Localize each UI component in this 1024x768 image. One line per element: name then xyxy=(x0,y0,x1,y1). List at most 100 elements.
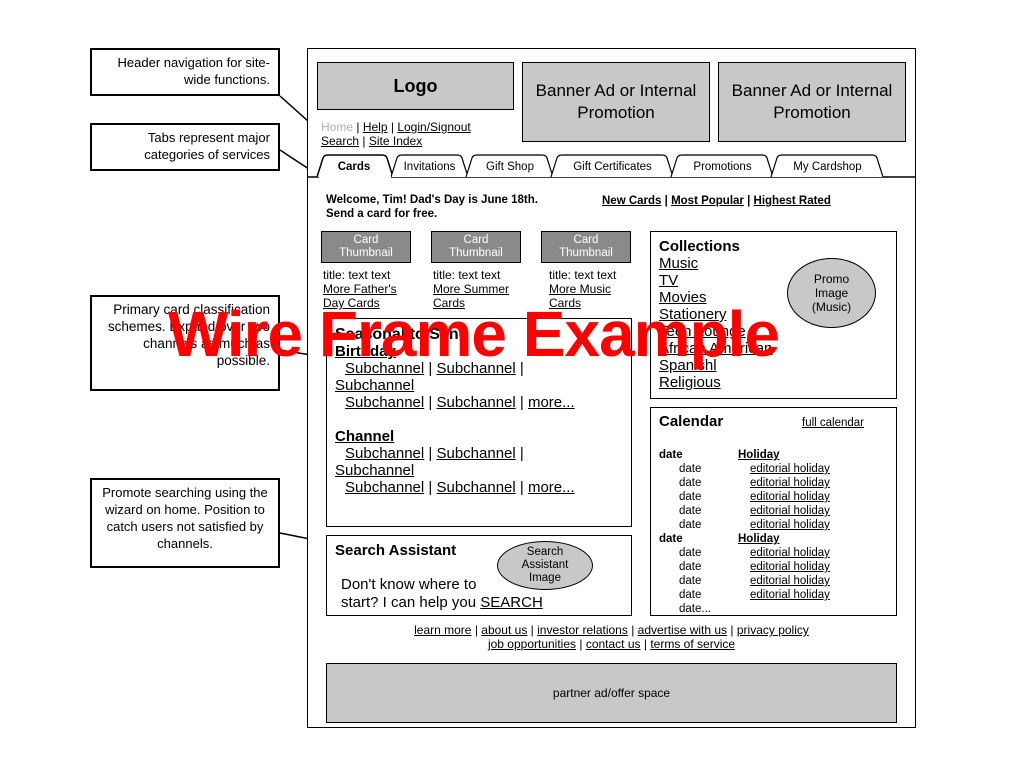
editorial-holiday-link[interactable]: editorial holiday xyxy=(750,463,830,475)
channels-panel xyxy=(326,318,632,527)
subchannel-link[interactable]: Subchannel xyxy=(436,445,516,462)
channels-heading: Seasonal to Send xyxy=(335,326,469,343)
footer-job-opportunities[interactable]: job opportunities xyxy=(487,637,577,651)
search-assistant-text: Don't know where to start? I can help yo… xyxy=(341,576,543,612)
collection-african-american[interactable]: African American xyxy=(659,340,773,357)
banner-ad-1[interactable]: Banner Ad or Internal Promotion xyxy=(522,62,710,142)
link-separator: | xyxy=(428,360,433,377)
subchannel-link[interactable]: Subchannel xyxy=(345,360,425,377)
card-thumbnail-1[interactable]: Card Thumbnail xyxy=(321,231,411,263)
editorial-holiday-link[interactable]: editorial holiday xyxy=(750,519,830,531)
editorial-holiday-link[interactable]: editorial holiday xyxy=(750,575,830,587)
tab-promotions[interactable]: Promotions xyxy=(693,161,752,173)
subchannel-link[interactable]: Subchannel xyxy=(335,377,415,394)
calendar-panel xyxy=(650,407,897,616)
channel-birthday[interactable]: Birthday xyxy=(335,343,396,360)
link-separator: | xyxy=(428,479,433,496)
footer-investor-relations[interactable]: investor relations xyxy=(537,623,628,637)
tab-invitations[interactable]: Invitations xyxy=(403,161,456,173)
link-separator: | xyxy=(747,195,751,207)
collection-tv[interactable]: TV xyxy=(659,272,679,289)
more-link[interactable]: more... xyxy=(527,479,575,496)
footer-contact-us[interactable]: contact us xyxy=(585,637,641,651)
search-line-1: Don't know where to xyxy=(341,576,477,593)
nav-login[interactable]: Login/Signout xyxy=(397,120,471,134)
card-thumbnail-3[interactable]: Card Thumbnail xyxy=(541,231,631,263)
search-assistant-panel xyxy=(326,535,632,616)
calendar-date: date xyxy=(679,547,702,559)
search-line-2: start? I can help you xyxy=(341,594,477,611)
footer-links: learn more | about us | investor relatio… xyxy=(307,623,916,651)
nav-site-index[interactable]: Site Index xyxy=(368,134,423,148)
more-summer-link-2[interactable]: Cards xyxy=(433,296,466,310)
thumbnail-title: title: text text xyxy=(323,268,391,282)
logo[interactable]: Logo xyxy=(317,62,514,110)
calendar-date: date xyxy=(679,463,702,475)
search-assistant-image[interactable]: Search Assistant Image xyxy=(497,541,593,590)
collection-movies[interactable]: Movies xyxy=(659,289,707,306)
editorial-holiday-link[interactable]: editorial holiday xyxy=(750,491,830,503)
link-separator: | xyxy=(730,623,734,637)
subchannel-link[interactable]: Subchannel xyxy=(436,479,516,496)
calendar-date: date xyxy=(679,491,702,503)
thumbnail-caption-2: title: text text More Summer Cards xyxy=(433,268,509,310)
editorial-holiday-link[interactable]: editorial holiday xyxy=(750,505,830,517)
collections-title: Collections xyxy=(659,238,740,255)
editorial-holiday-link[interactable]: editorial holiday xyxy=(750,589,830,601)
footer-terms-of-service[interactable]: terms of service xyxy=(650,637,736,651)
footer-privacy-policy[interactable]: privacy policy xyxy=(736,623,809,637)
nav-search[interactable]: Search xyxy=(321,134,360,148)
collection-teen-lounge[interactable]: Teen Lounge xyxy=(659,323,746,340)
collections-panel xyxy=(650,231,897,399)
more-fathers-day-link-2[interactable]: Day Cards xyxy=(323,296,380,310)
new-cards-link[interactable]: New Cards xyxy=(602,195,662,207)
link-separator: | xyxy=(530,623,534,637)
footer-advertise[interactable]: advertise with us xyxy=(637,623,728,637)
partner-ad-space[interactable]: partner ad/offer space xyxy=(326,663,897,723)
footer-about-us[interactable]: about us xyxy=(481,623,528,637)
more-music-link-2[interactable]: Cards xyxy=(549,296,582,310)
calendar-date: date xyxy=(679,589,702,601)
subchannel-link[interactable]: Subchannel xyxy=(335,462,415,479)
link-separator: | xyxy=(519,360,524,377)
search-link[interactable]: SEARCH xyxy=(480,594,543,611)
subchannel-link[interactable]: Subchannel xyxy=(345,394,425,411)
full-calendar-link[interactable]: full calendar xyxy=(802,417,865,429)
more-summer-link[interactable]: More Summer xyxy=(433,282,510,296)
nav-home[interactable]: Home xyxy=(321,120,354,134)
highest-rated-link[interactable]: Highest Rated xyxy=(753,195,831,207)
calendar-date: date xyxy=(679,519,702,531)
collection-religious[interactable]: Religious xyxy=(659,374,721,391)
tab-cards[interactable]: Cards xyxy=(337,161,371,173)
more-music-link[interactable]: More Music xyxy=(549,282,612,296)
more-fathers-day-link[interactable]: More Father's xyxy=(323,282,397,296)
footer-learn-more[interactable]: learn more xyxy=(414,623,472,637)
tab-gift-shop[interactable]: Gift Shop xyxy=(486,161,534,173)
calendar-holiday-heading[interactable]: Holiday xyxy=(738,533,780,545)
calendar-holiday-heading[interactable]: Holiday xyxy=(738,449,780,461)
calendar-date: date xyxy=(679,561,702,573)
editorial-holiday-link[interactable]: editorial holiday xyxy=(750,547,830,559)
tab-gift-certificates[interactable]: Gift Certificates xyxy=(573,161,652,173)
wireframe-example-overlay: Wire Frame Example xyxy=(168,298,780,370)
calendar-date-label: date xyxy=(659,449,683,461)
more-link[interactable]: more... xyxy=(527,394,575,411)
tab-my-cardshop[interactable]: My Cardshop xyxy=(793,161,862,173)
subchannel-link[interactable]: Subchannel xyxy=(345,479,425,496)
banner-ad-2[interactable]: Banner Ad or Internal Promotion xyxy=(718,62,906,142)
channel-generic[interactable]: Channel xyxy=(335,428,395,445)
subchannel-link[interactable]: Subchannel xyxy=(345,445,425,462)
link-separator: | xyxy=(519,445,524,462)
card-thumbnail-2[interactable]: Card Thumbnail xyxy=(431,231,521,263)
collection-spanish[interactable]: Spanishl xyxy=(659,357,717,374)
search-assistant-title: Search Assistant xyxy=(335,542,457,559)
subchannel-link[interactable]: Subchannel xyxy=(436,394,516,411)
editorial-holiday-link[interactable]: editorial holiday xyxy=(750,477,830,489)
collection-music[interactable]: Music xyxy=(659,255,699,272)
most-popular-link[interactable]: Most Popular xyxy=(671,195,744,207)
collection-stationery[interactable]: Stationery xyxy=(659,306,727,323)
promo-image[interactable]: Promo Image (Music) xyxy=(787,258,876,328)
subchannel-link[interactable]: Subchannel xyxy=(436,360,516,377)
nav-help[interactable]: Help xyxy=(362,120,388,134)
editorial-holiday-link[interactable]: editorial holiday xyxy=(750,561,830,573)
